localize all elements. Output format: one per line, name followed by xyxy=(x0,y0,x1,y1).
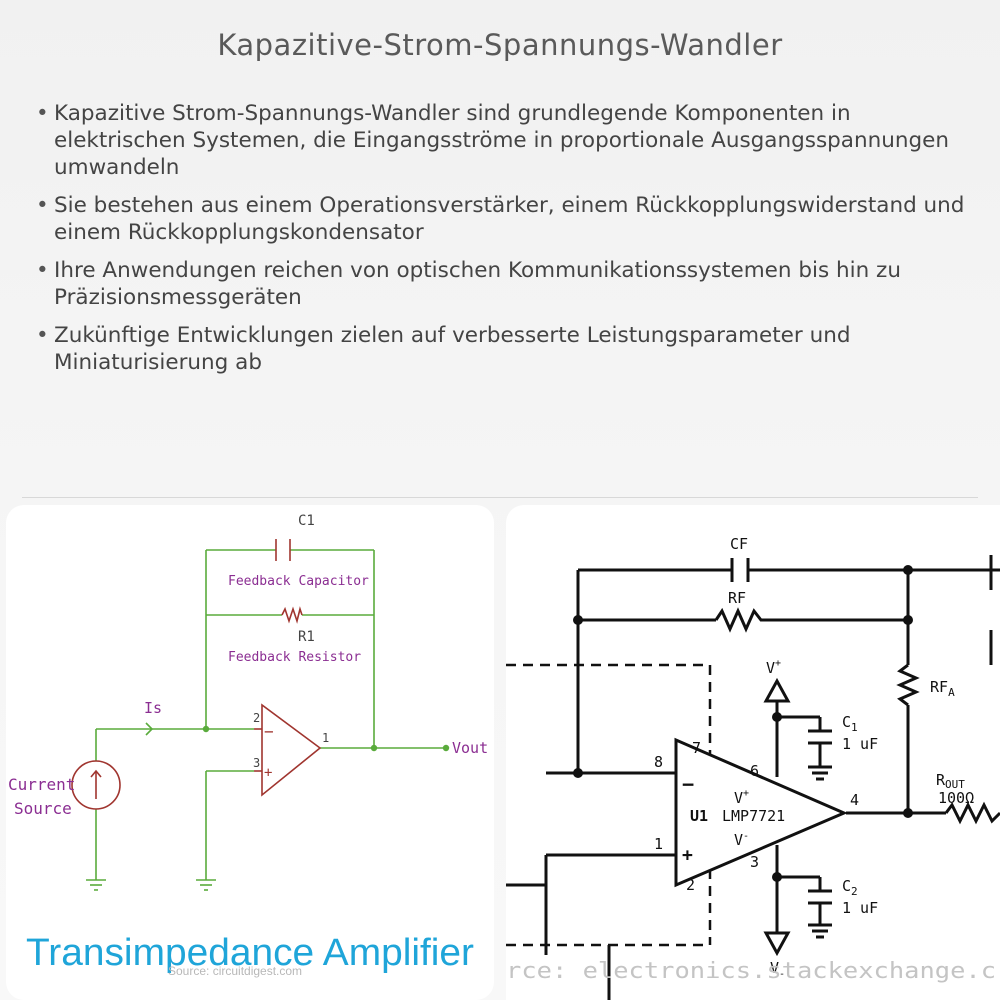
lmp7721-figure: CF RF RFA V+ V- C1 1 uF C2 1 uF 8 7 6 4 … xyxy=(506,505,1000,1000)
schematic-wires xyxy=(86,549,446,891)
junction-dot xyxy=(573,615,583,625)
pin-3-label: 3 xyxy=(750,853,759,871)
pin-4-label: 4 xyxy=(850,791,859,809)
part-number-label: LMP7721 xyxy=(722,807,785,825)
pin-1-label: 1 xyxy=(322,731,329,745)
pin-3-label: 3 xyxy=(253,756,260,770)
junction-dot xyxy=(370,744,378,752)
c1-label: C1 xyxy=(298,513,315,529)
vminus-label: V- xyxy=(770,959,785,980)
inverting-sign: − xyxy=(682,772,694,796)
noninverting-sign: + xyxy=(264,765,272,781)
image-source-credit: rce: electronics.stackexchange.c xyxy=(506,959,996,984)
rout-value: 100Ω xyxy=(938,789,974,807)
section-divider xyxy=(22,497,978,498)
c1-value: 1 uF xyxy=(842,735,878,753)
feedback-capacitor-label: Feedback Capacitor xyxy=(228,574,369,589)
c1-label: C1 xyxy=(842,713,858,734)
vout-label: Vout xyxy=(452,739,488,757)
current-source-label-line1: Current xyxy=(8,775,75,794)
junction-dot xyxy=(903,808,913,818)
r1-label: R1 xyxy=(298,629,315,645)
vplus-label: V+ xyxy=(766,658,781,677)
noninverting-sign: + xyxy=(682,845,693,866)
bullet-item: Zukünftige Entwicklungen zielen auf verb… xyxy=(30,322,970,376)
pin-2-label: 2 xyxy=(686,876,695,894)
transimpedance-figure: C1 Feedback Capacitor R1 Feedback Resist… xyxy=(6,505,494,1000)
bullet-list: Kapazitive Strom-Spannungs-Wandler sind … xyxy=(30,100,970,387)
inner-vplus-label: V+ xyxy=(734,788,749,807)
feedback-resistor-label: Feedback Resistor xyxy=(228,650,361,665)
bullet-item: Kapazitive Strom-Spannungs-Wandler sind … xyxy=(30,100,970,181)
inner-vminus-label: V- xyxy=(734,831,749,849)
is-label: Is xyxy=(144,699,162,717)
image-source-credit: Source: circuitdigest.com xyxy=(168,964,302,978)
junction-dot xyxy=(903,615,913,625)
inverting-sign: − xyxy=(264,722,274,741)
rfa-label: RFA xyxy=(930,678,955,699)
transimpedance-schematic: C1 Feedback Capacitor R1 Feedback Resist… xyxy=(8,513,488,978)
pin-7-label: 7 xyxy=(692,739,701,757)
pin-2-label: 2 xyxy=(253,711,260,725)
junction-dot xyxy=(573,768,583,778)
junction-dot xyxy=(202,725,210,733)
c2-value: 1 uF xyxy=(842,899,878,917)
lmp7721-schematic: CF RF RFA V+ V- C1 1 uF C2 1 uF 8 7 6 4 … xyxy=(506,535,1000,1000)
junction-dot xyxy=(772,712,782,722)
rout-label: ROUT xyxy=(936,771,965,791)
pin-6-label: 6 xyxy=(750,762,759,780)
pin-1-label: 1 xyxy=(654,835,663,853)
junction-dot xyxy=(903,565,913,575)
schematic-wires xyxy=(506,555,1000,1000)
current-source-label-line2: Source xyxy=(14,799,72,818)
bullet-item: Ihre Anwendungen reichen von optischen K… xyxy=(30,257,970,311)
schematic-components xyxy=(71,539,322,810)
bullet-item: Sie bestehen aus einem Operationsverstär… xyxy=(30,192,970,246)
schematic-components xyxy=(674,558,1000,957)
cf-label: CF xyxy=(730,535,748,553)
junction-dot xyxy=(772,872,782,882)
output-terminal xyxy=(442,744,450,752)
c2-label: C2 xyxy=(842,877,858,898)
page-title: Kapazitive-Strom-Spannungs-Wandler xyxy=(217,28,783,62)
pin-8-label: 8 xyxy=(654,753,663,771)
u1-label: U1 xyxy=(690,807,708,825)
rf-label: RF xyxy=(728,589,746,607)
figure-caption: Transimpedance Amplifier xyxy=(26,932,474,974)
